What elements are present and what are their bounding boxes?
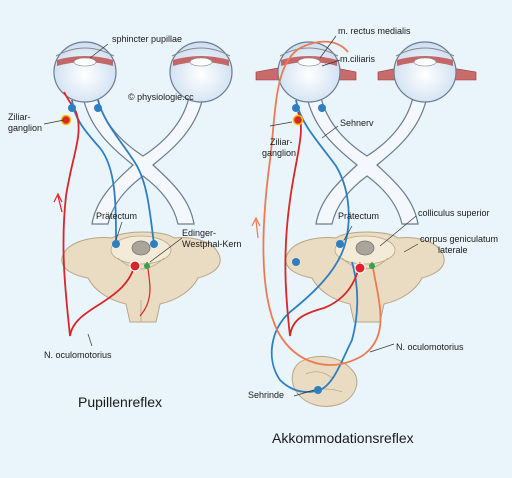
left-eye-l	[53, 41, 117, 103]
sehrinde-node	[314, 386, 322, 394]
rectus-muscles	[255, 67, 477, 81]
label-praetectum-r: Prätectum	[338, 211, 379, 221]
label-m-ciliaris: m.ciliaris	[340, 54, 375, 64]
label-ziliarganglion-1-r: Ziliar-	[270, 137, 293, 147]
right-arrow-up	[255, 219, 259, 239]
label-ziliarganglion-1-l: Ziliar-	[8, 112, 31, 122]
right-red-path	[284, 111, 361, 337]
right-blue-path	[270, 99, 359, 393]
label-edinger-1: Edinger-	[182, 228, 216, 238]
label-ziliarganglion-2-r: ganglion	[262, 148, 296, 158]
label-cgl-1: corpus geniculatum	[420, 234, 498, 244]
right-eye-l	[169, 41, 233, 103]
left-panel: sphincter pupillae © physiologie.cc Zili…	[8, 34, 241, 410]
right-ziliarganglion-node	[292, 114, 304, 126]
left-red-efferent-path	[62, 91, 136, 337]
watermark: © physiologie.cc	[128, 92, 194, 102]
label-sphincter-pupillae: sphincter pupillae	[112, 34, 182, 44]
label-oculomotorius-l: N. oculomotorius	[44, 350, 112, 360]
label-ziliarganglion-2-l: ganglion	[8, 123, 42, 133]
right-optic-pathway	[305, 91, 429, 225]
label-cgl-2: laterale	[438, 245, 468, 255]
left-optic-pathway	[81, 91, 205, 225]
sehrinde-cortex	[291, 355, 358, 407]
left-retina-node	[68, 104, 76, 112]
title-akkommodationsreflex: Akkommodationsreflex	[272, 430, 414, 446]
label-sehrinde: Sehrinde	[248, 390, 284, 400]
label-colliculus-superior: colliculus superior	[418, 208, 490, 218]
right-orange-path	[262, 40, 382, 366]
label-praetectum-l: Prätectum	[96, 211, 137, 221]
left-ew-node	[129, 260, 141, 272]
left-brainstem	[61, 231, 221, 323]
label-rectus-medialis: m. rectus medialis	[338, 26, 411, 36]
right-eye-r	[393, 41, 457, 103]
label-oculomotorius-r: N. oculomotorius	[396, 342, 464, 352]
label-sehnerv: Sehnerv	[340, 118, 374, 128]
right-panel: m. rectus medialis m.ciliaris Sehnerv Zi…	[248, 26, 498, 446]
right-brainstem	[285, 231, 445, 323]
left-arrow-up	[57, 195, 63, 213]
left-praetectum-node	[112, 240, 120, 248]
left-ziliarganglion-node	[60, 114, 72, 126]
title-pupillenreflex: Pupillenreflex	[78, 394, 162, 410]
left-eye-r	[277, 41, 341, 103]
label-edinger-2: Westphal-Kern	[182, 239, 241, 249]
right-praetectum-node	[336, 240, 344, 248]
